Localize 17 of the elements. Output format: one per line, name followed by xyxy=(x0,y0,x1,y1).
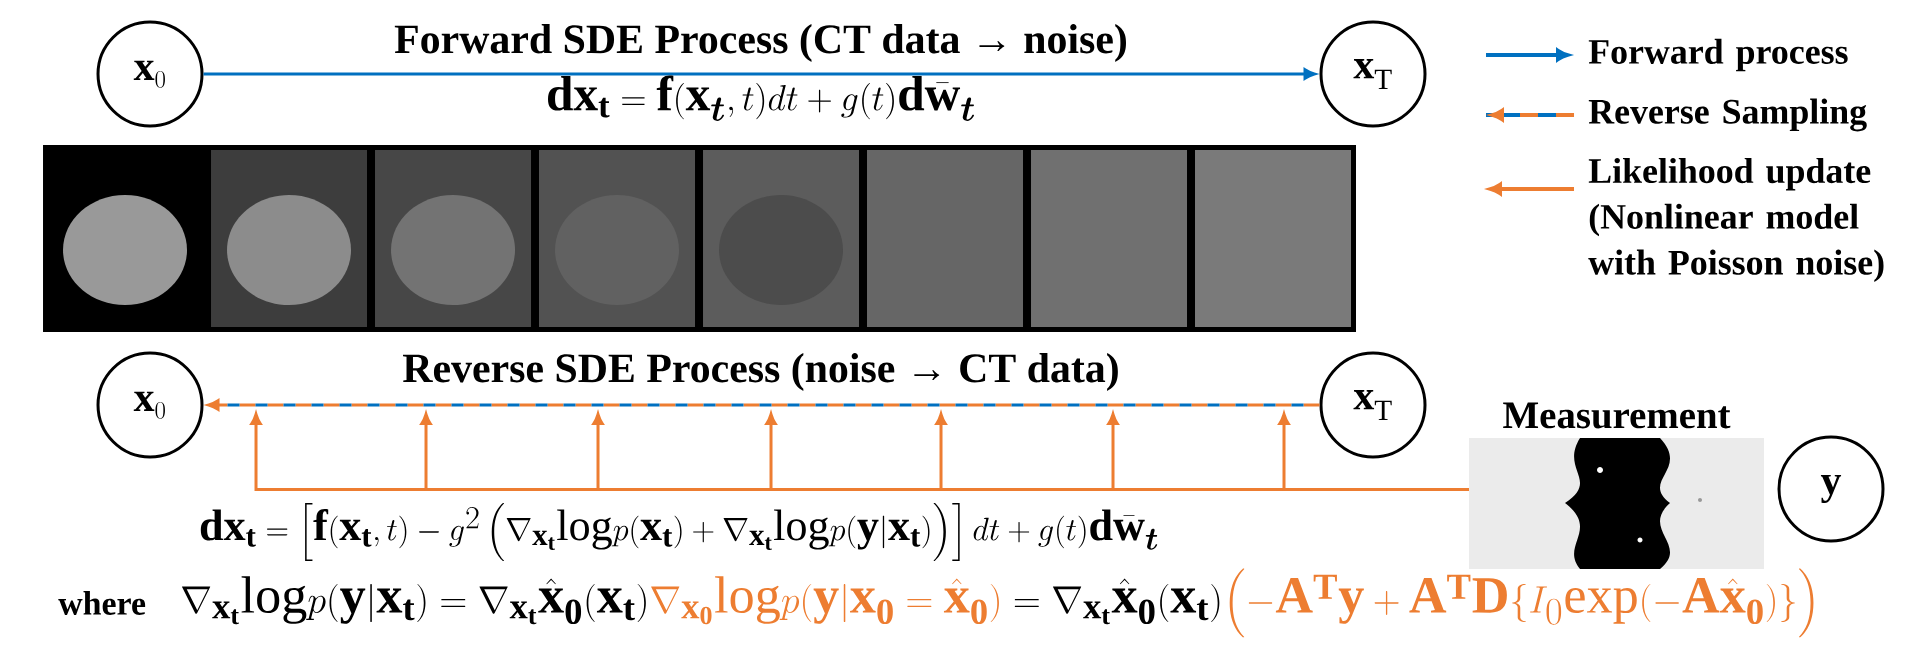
circle-node: $\mathbf{x}_0$ xyxy=(96,20,204,128)
arrow xyxy=(207,399,1320,411)
edge-label: Forward SDE Process (CT data → noise) xyxy=(394,24,1126,62)
legend-text: Reverse Sampling xyxy=(1588,98,1867,132)
formula: $\mathbf{dx_t} = \left[\mathbf{f}(\mathbf{x_t},t) - g^2\left(\nabla_{\mathbf{x_t}}\mathrm{log}p(\mathbf{x_t}) + \nabla_{\mathbf{x_t}}\mathrm{log}p(\mathbf{y}|\mathbf{x_t})\right)\right]dt + g(t)\mathbf{d}\bar{\mathbf{w}}_{\boldsymbol{t}}$ xyxy=(200,502,1158,562)
circle-node: $\mathbf{y}$ xyxy=(1777,435,1885,543)
legend-text: Likelihood update (Nonlinear model with Poisson noise) xyxy=(1588,157,1884,283)
formula: $\nabla_{\mathbf{x_t}}\mathrm{log}p(\mathbf{y}|\mathbf{x_t}) = \nabla_{\mathbf{x_t}}\hat{\mathbf{x}}_{\mathbf{0}}(\mathbf{x_t}){\color[HTML]{ED7D31}\nabla_{\mathbf{x_0}}\mathrm{log}p(\mathbf{y}|\mathbf{x_0}=\hat{\mathbf{x}}_{\mathbf{0}})} = \nabla_{\mathbf{x_t}}\hat{\mathbf{x}}_{\mathbf{0}}(\mathbf{x_t}){\color[HTML]{ED7D31}\left(-\mathbf{A^Ty} + \mathbf{A^TD}\{I_0\mathrm{exp}(-\mathbf{A}\hat{\mathbf{x}}_{\mathbf{0}})\}\right)}$ xyxy=(182,568,1814,638)
edge-label: Reverse SDE Process (noise → CT data) xyxy=(403,353,1118,391)
circle-node: $\mathbf{x}_0$ xyxy=(96,351,204,459)
arrow xyxy=(1278,412,1469,491)
circle-node: $\mathbf{x}_\mathrm{T}$ xyxy=(1319,351,1427,459)
legend-text: Forward process xyxy=(1588,38,1848,72)
heading: Measurement xyxy=(1503,402,1731,429)
circle-node: $\mathbf{x}_\mathrm{T}$ xyxy=(1319,20,1427,128)
label: where xyxy=(58,591,146,615)
formula: $\mathbf{dx_t} = \mathbf{f}(\mathbf{x}_{\boldsymbol{t}}, t)dt + g(t)\mathbf{d}\bar{\mathbf{w}}_{\boldsymbol{t}}$ xyxy=(548,75,974,121)
